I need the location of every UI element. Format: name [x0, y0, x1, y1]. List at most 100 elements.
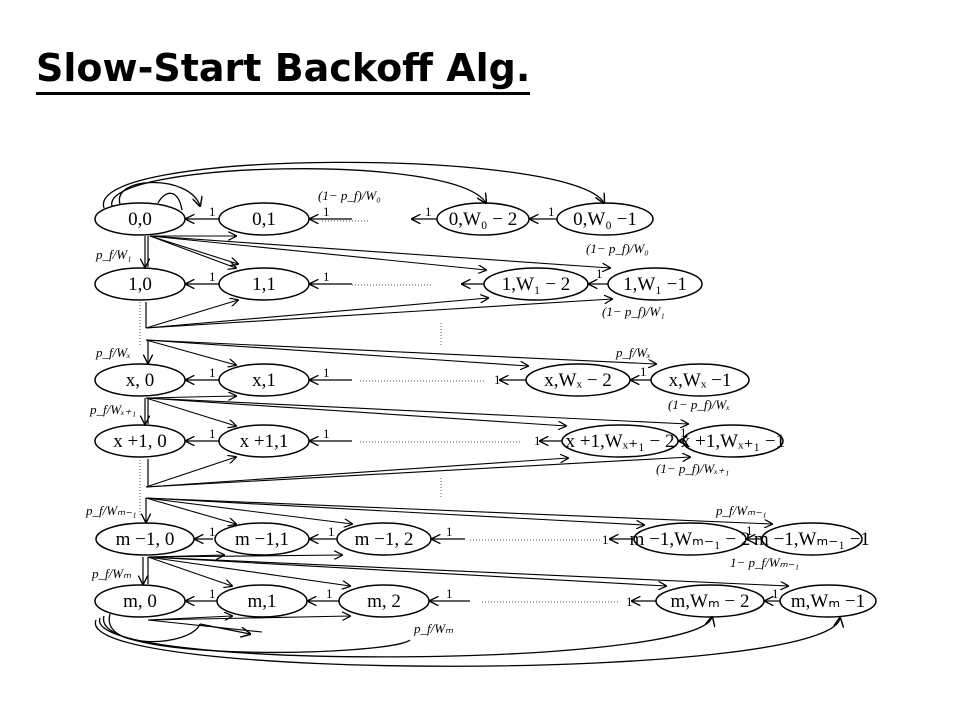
state-m-wm-minus-1: m,Wₘ −1	[779, 584, 877, 618]
svg-text:0,1: 0,1	[252, 209, 276, 230]
state-x-plus-1-0: x +1, 0	[94, 424, 186, 458]
svg-text:p_f/Wₘ₋₁: p_f/Wₘ₋₁	[85, 503, 137, 518]
svg-text:1: 1	[640, 364, 647, 379]
svg-text:1: 1	[425, 204, 432, 219]
svg-text:m −1,Wₘ₋₁ −1: m −1,Wₘ₋₁ −1	[754, 529, 870, 550]
svg-text:1: 1	[209, 426, 216, 441]
svg-text:p_f/Wₘ: p_f/Wₘ	[91, 566, 132, 581]
svg-text:m −1, 0: m −1, 0	[116, 529, 175, 550]
svg-text:m −1,Wₘ₋₁ − 2: m −1,Wₘ₋₁ − 2	[630, 529, 751, 550]
svg-text:m,Wₘ − 2: m,Wₘ − 2	[670, 591, 749, 612]
svg-text:1: 1	[746, 523, 753, 538]
svg-text:1,W₁ −1: 1,W₁ −1	[623, 274, 687, 295]
fan-transitions	[145, 236, 788, 633]
svg-text:x +1,1: x +1,1	[240, 431, 289, 452]
state-1-1: 1,1	[218, 267, 310, 301]
state-m-wm-minus-2: m,Wₘ − 2	[655, 584, 765, 618]
svg-text:x, 0: x, 0	[126, 370, 155, 391]
svg-text:0,W₀ −1: 0,W₀ −1	[573, 209, 637, 230]
state-0-w0-minus-1: 0,W₀ −1	[556, 202, 654, 236]
state-0-0: 0,0	[94, 202, 186, 236]
state-1-w1-minus-1: 1,W₁ −1	[607, 267, 703, 301]
svg-text:1: 1	[680, 425, 687, 440]
state-x-wx-minus-1: x,Wₓ −1	[650, 363, 750, 397]
svg-text:1: 1	[534, 433, 541, 448]
svg-text:1: 1	[323, 269, 330, 284]
vertical-transitions	[143, 236, 148, 584]
svg-text:1: 1	[323, 365, 330, 380]
svg-text:(1− p_f)/W₀: (1− p_f)/W₀	[318, 188, 381, 203]
svg-text:(1− p_f)/W₁: (1− p_f)/W₁	[602, 304, 665, 319]
state-x-plus-1-1: x +1,1	[218, 424, 310, 458]
edge-labels: 1 1 1 1 1 1 1 1 1 1 1 1 1 1 1 1 1 1 1 1 …	[209, 204, 779, 609]
svg-text:m,Wₘ −1: m,Wₘ −1	[791, 591, 865, 612]
state-x-plus-1-w-minus-2: x +1,Wₓ₊₁ − 2	[561, 424, 679, 458]
svg-text:1: 1	[494, 372, 501, 387]
state-m-0: m, 0	[94, 584, 186, 618]
state-m-minus-1-w-minus-2: m −1,Wₘ₋₁ − 2	[630, 522, 751, 556]
svg-text:x +1,Wₓ₊₁ − 2: x +1,Wₓ₊₁ − 2	[565, 431, 674, 452]
svg-text:(1− p_f)/Wₓ₊₁: (1− p_f)/Wₓ₊₁	[656, 461, 729, 476]
slide-title: Slow-Start Backoff Alg.	[36, 46, 531, 95]
svg-text:p_f/W₁: p_f/W₁	[95, 247, 132, 262]
svg-text:p_f/Wₘ₋₁: p_f/Wₘ₋₁	[715, 503, 767, 518]
svg-text:m, 2: m, 2	[367, 591, 401, 612]
state-m-minus-1-2: m −1, 2	[336, 522, 432, 556]
svg-text:x,1: x,1	[252, 370, 276, 391]
svg-text:1: 1	[602, 532, 609, 547]
state-m-minus-1-w-minus-1: m −1,Wₘ₋₁ −1	[754, 522, 870, 556]
state-x-plus-1-w-minus-1: x +1,Wₓ₊₁ −1	[681, 424, 785, 458]
svg-text:p_f/Wₓ: p_f/Wₓ	[95, 345, 131, 360]
svg-text:0,0: 0,0	[128, 209, 152, 230]
svg-text:1: 1	[548, 204, 555, 219]
svg-text:1: 1	[209, 524, 216, 539]
state-0-w0-minus-2: 0,W₀ − 2	[436, 202, 530, 236]
probability-labels: (1− p_f)/W₀ (1− p_f)/W₀ p_f/W₁ (1− p_f)/…	[85, 188, 799, 636]
svg-text:1,W₁ − 2: 1,W₁ − 2	[502, 274, 571, 295]
svg-text:1: 1	[772, 586, 779, 601]
svg-text:1: 1	[328, 524, 335, 539]
svg-text:m,1: m,1	[247, 591, 276, 612]
svg-text:(1− p_f)/Wₓ: (1− p_f)/Wₓ	[668, 397, 730, 412]
dotted-continuations	[139, 220, 620, 603]
svg-text:1,1: 1,1	[252, 274, 276, 295]
state-1-w1-minus-2: 1,W₁ − 2	[483, 267, 589, 301]
top-return-arcs	[103, 161, 604, 211]
state-m-1: m,1	[216, 584, 308, 618]
svg-text:1: 1	[446, 524, 453, 539]
svg-text:p_f/Wₓ₊₁: p_f/Wₓ₊₁	[89, 402, 136, 417]
state-m-2: m, 2	[338, 584, 430, 618]
svg-text:1: 1	[323, 204, 330, 219]
svg-text:1: 1	[323, 426, 330, 441]
state-x-wx-minus-2: x,Wₓ − 2	[525, 363, 631, 397]
svg-text:m −1,1: m −1,1	[235, 529, 289, 550]
svg-text:p_f/Wₓ: p_f/Wₓ	[615, 345, 651, 360]
svg-text:(1− p_f)/W₀: (1− p_f)/W₀	[586, 241, 649, 256]
svg-text:m, 0: m, 0	[123, 591, 157, 612]
svg-text:1: 1	[209, 586, 216, 601]
svg-text:1: 1	[209, 365, 216, 380]
svg-text:x +1,Wₓ₊₁ −1: x +1,Wₓ₊₁ −1	[681, 431, 785, 452]
svg-text:1: 1	[596, 266, 603, 281]
svg-text:1: 1	[209, 204, 216, 219]
svg-text:1− p_f/Wₘ₋₁: 1− p_f/Wₘ₋₁	[730, 555, 799, 570]
svg-text:x +1, 0: x +1, 0	[113, 431, 166, 452]
svg-text:0,W₀ − 2: 0,W₀ − 2	[449, 209, 518, 230]
state-m-minus-1-0: m −1, 0	[95, 522, 195, 556]
svg-text:m −1, 2: m −1, 2	[355, 529, 414, 550]
state-x-1: x,1	[218, 363, 310, 397]
svg-text:x,Wₓ − 2: x,Wₓ − 2	[544, 370, 611, 391]
state-m-minus-1-1: m −1,1	[214, 522, 310, 556]
svg-text:p_f/Wₘ: p_f/Wₘ	[413, 621, 454, 636]
state-1-0: 1,0	[94, 267, 186, 301]
svg-text:1,0: 1,0	[128, 274, 152, 295]
svg-text:1: 1	[446, 586, 453, 601]
horizontal-transitions	[186, 219, 780, 601]
state-0-1: 0,1	[218, 202, 310, 236]
bottom-return-arcs	[95, 613, 840, 667]
svg-text:1: 1	[626, 594, 633, 609]
svg-text:1: 1	[209, 269, 216, 284]
svg-text:x,Wₓ −1: x,Wₓ −1	[669, 370, 732, 391]
state-x-0: x, 0	[94, 363, 186, 397]
